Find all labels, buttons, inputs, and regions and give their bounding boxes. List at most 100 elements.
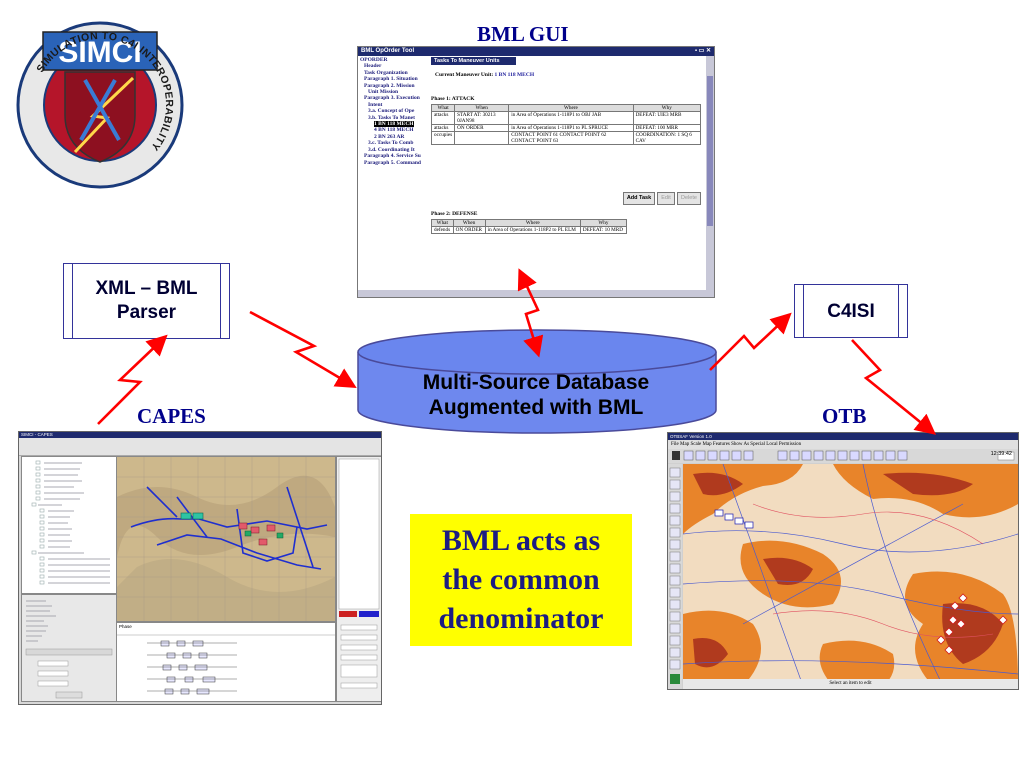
otb-side-toolbar[interactable] [668,464,682,689]
tree-item[interactable]: 3.c. Tasks To Comb [368,140,414,147]
callout-line2: the common [442,563,600,596]
cell: DEFEAT: 10 MRD [579,226,628,234]
cell: START AT: 30213 0JAN98 [454,111,510,125]
capes-title: CAPES [137,404,206,428]
capes-sync-matrix[interactable]: Phase [116,622,336,702]
otb-title: OTB [822,404,867,428]
callout-line1: BML acts as [441,524,601,557]
cell: attacks [430,111,456,125]
otb-terrain-graphics [683,464,1018,686]
capes-toolbar [19,438,381,456]
capes-properties-lines [25,600,113,699]
bml-gui-window: BML OpOrder Tool ▪ ▭ ✕ OPORDER Header Ta… [357,46,715,298]
simci-seal-icon: SIMCI SIMULATION TO C4I INTEROPERABILITY [16,21,184,189]
simci-logo: SIMCI SIMULATION TO C4I INTEROPERABILITY [15,20,185,190]
edit-button[interactable]: Edit [657,192,675,205]
tree-item[interactable]: Paragraph 1. Situation [364,76,418,83]
common-denominator-callout: BML acts as the common denominator [410,514,632,646]
cell: DEFEAT: 100 MRR [632,124,702,132]
oporder-tree: OPORDER Header Task Organization Paragra… [358,56,431,297]
tree-item[interactable]: Intent [368,101,383,108]
table-row[interactable]: defends ON ORDER in Area of Operations 1… [431,226,628,234]
xml-bml-parser-box: XML – BML Parser [63,263,230,339]
phase2-table: What When Where Why defends ON ORDER in … [431,219,628,234]
column-header: Where [508,104,634,112]
cell: ON ORDER [454,124,510,132]
capes-right-panel [336,456,381,702]
tasks-panel: Tasks To Maneuver Units Current Maneuver… [429,56,706,297]
phase1-label: Phase 1: ATTACK [431,96,475,102]
tasks-hscroll[interactable] [429,290,706,297]
cell: ON ORDER [452,226,486,234]
add-task-button[interactable]: Add Task [623,192,655,205]
capes-properties-panel [21,594,117,702]
otb-toolbar[interactable] [668,449,1018,463]
cell: in Area of Operations 1-118P2 to PL ELM [484,226,581,234]
scrollbar-thumb[interactable] [707,76,713,226]
cell: attacks [430,124,456,132]
tree-item[interactable]: 4 BN 118 MECH [374,127,414,134]
phase-label: Phase [119,624,132,629]
tree-item[interactable]: Unit Mission [368,89,399,96]
cell: in Area of Operations 1-118P1 to OBJ JAB [508,111,634,125]
column-header: When [452,219,486,227]
column-header: When [454,104,510,112]
tree-item[interactable]: Paragraph 4. Service Su [364,153,421,160]
parser-database-arrow [249,310,357,388]
current-unit-row: Current Maneuver Unit: 1 BN 118 MECH [435,72,534,78]
tree-item[interactable]: 2 BN 263 AR [374,133,405,140]
logo-name-text: SIMCI [58,36,141,69]
cell: in Area of Operations 1-118P1 to PL SPRU… [508,124,634,132]
tree-item[interactable]: Paragraph 5. Command [364,159,421,166]
c4isi-label: C4ISI [827,301,875,322]
tree-item-selected[interactable]: 1 BN 118 MECH [374,121,414,128]
table-row[interactable]: attacks ON ORDER in Area of Operations 1… [430,124,702,132]
capes-map-view[interactable] [116,456,336,622]
cell: DEFEAT: UIE3 MRB [632,111,702,125]
capes-window: SIMCI - CAPES [18,431,382,705]
bml-window-title: BML OpOrder Tool [361,48,415,54]
tree-item[interactable]: Task Organization [364,69,408,76]
table-row[interactable]: occupies CONTACT POINT 61 CONTACT POINT … [430,131,702,145]
current-unit-label: Current Maneuver Unit: [435,72,494,78]
column-header: What [430,104,456,112]
multi-source-database: Multi-Source Database Augmented with BML [356,328,718,436]
column-header: Why [632,104,702,112]
tree-item[interactable]: Header [364,63,382,70]
bml-window-titlebar: BML OpOrder Tool ▪ ▭ ✕ [358,47,714,56]
capes-tree-lines [31,460,110,585]
tree-item[interactable]: Paragraph 3. Execution [364,95,420,102]
tree-item[interactable]: OPORDER [360,57,388,63]
otb-window-title: OTBSAF Version 1.0 [670,434,712,439]
table-row[interactable]: attacks START AT: 30213 0JAN98 in Area o… [430,111,702,125]
column-header: Where [484,219,581,227]
cell: occupies [430,131,456,145]
capes-window-title: SIMCI - CAPES [21,432,53,437]
otb-side-icons [669,467,681,684]
window-controls-icon[interactable]: ▪ ▭ ✕ [694,48,711,54]
tree-item[interactable]: 3.a. Concept of Ope [368,108,415,115]
otb-window-titlebar: OTBSAF Version 1.0 [668,433,1018,440]
column-header: What [431,219,454,227]
vertical-scrollbar[interactable] [706,56,714,297]
delete-button[interactable]: Delete [677,192,701,205]
otb-menu-bar[interactable]: File Map Scale Map Features Show As Spec… [668,440,1018,449]
cell [454,131,510,145]
phase1-table: What When Where Why attacks START AT: 30… [430,104,702,145]
parser-line1: XML – BML [95,278,198,299]
otb-toolbar-icons [672,450,1015,461]
capes-map-graphics [117,457,335,621]
current-unit-value: 1 BN 118 MECH [494,72,535,78]
parser-line2: Parser [116,302,177,323]
cell: CONTACT POINT 61 CONTACT POINT 62 CONTAC… [508,131,634,145]
database-line2: Augmented with BML [428,396,644,419]
tree-item[interactable]: 3.b. Tasks To Manet [368,114,415,121]
tree-item[interactable]: 3.d. Coordinating It [368,146,415,153]
otb-map-view[interactable] [683,464,1018,686]
cell: COORDINATION: 1 SQ 6 CAV [632,131,702,145]
tree-hscroll[interactable] [358,290,430,297]
database-c4isi-arrow [709,312,792,371]
tree-item[interactable]: Paragraph 2. Mission [364,82,415,89]
tab-tasks-to-maneuver-units[interactable]: Tasks To Maneuver Units [431,57,516,65]
capes-tree-panel[interactable] [21,456,117,594]
